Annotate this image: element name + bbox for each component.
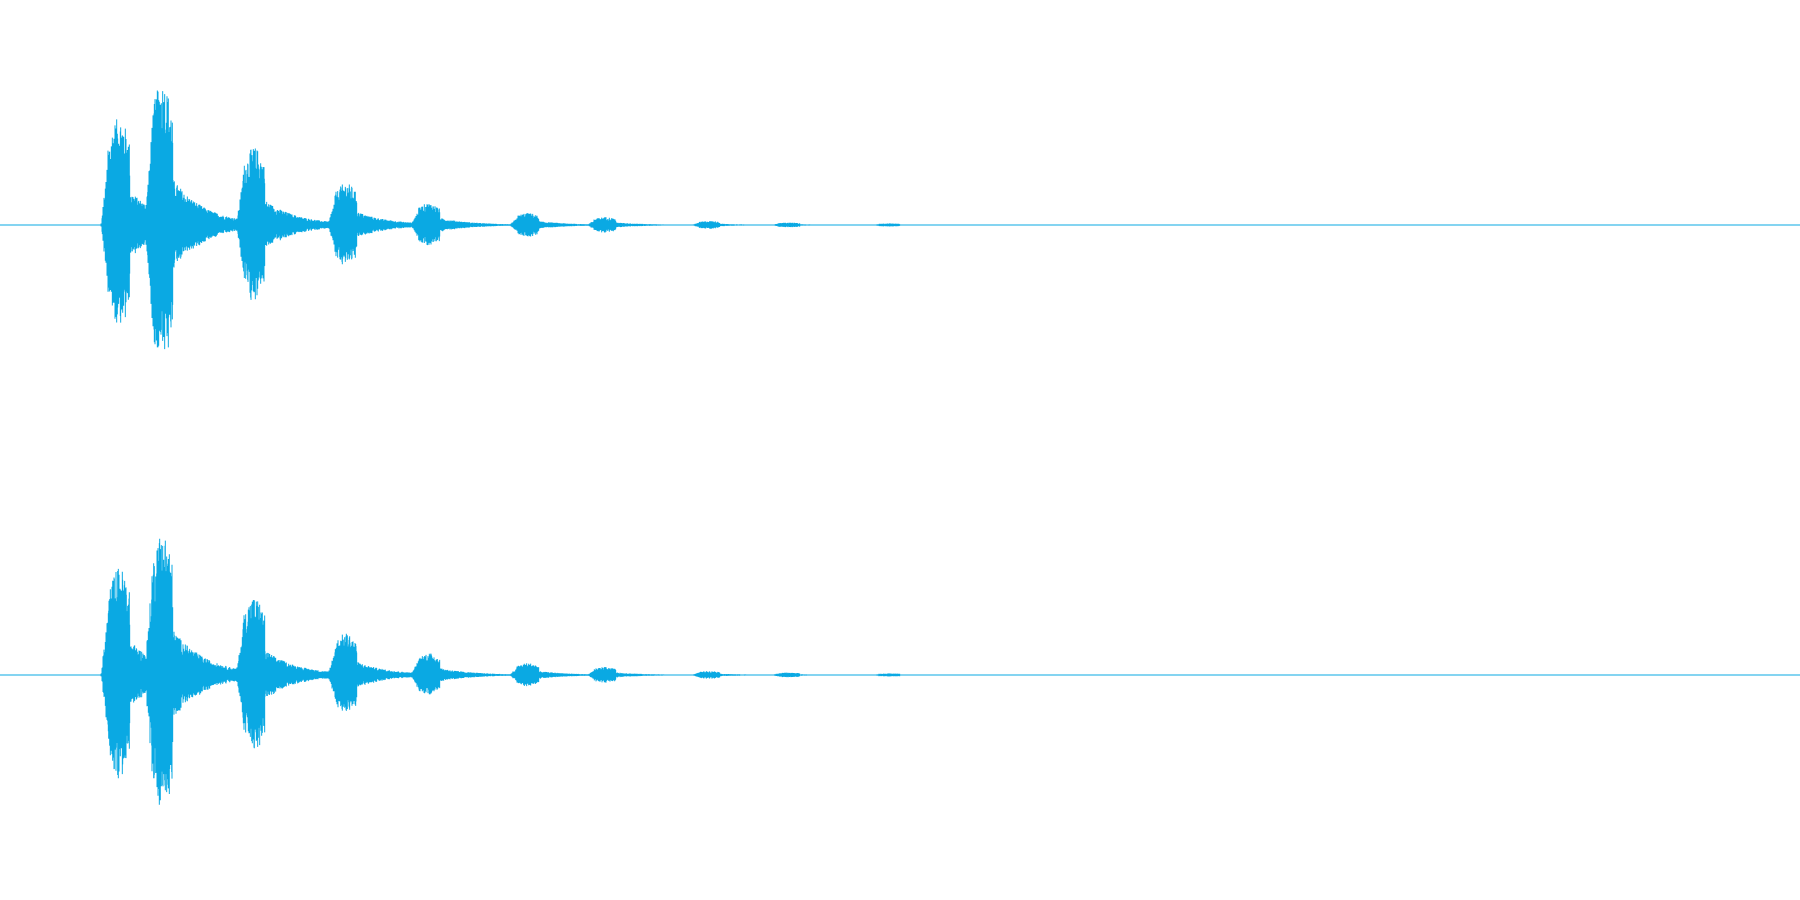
- waveform-left-svg: [0, 90, 1800, 350]
- waveform-right-svg: [0, 538, 1800, 805]
- waveform-right-path: [100, 538, 932, 805]
- waveform-left-path: [100, 90, 932, 350]
- waveform-channel-left[interactable]: [0, 0, 1800, 450]
- waveform-channel-right[interactable]: [0, 450, 1800, 900]
